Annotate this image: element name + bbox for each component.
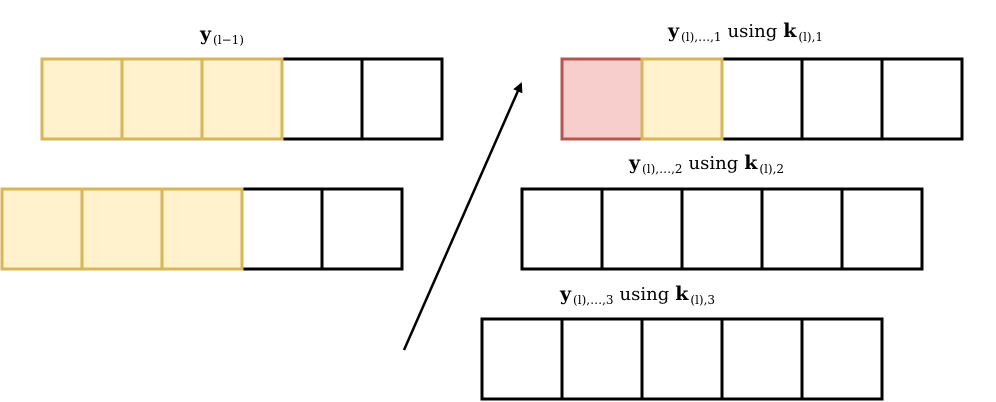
cur-row-2-cell-1-empty <box>520 187 604 271</box>
cur-row-1-cell-5-empty <box>880 57 964 141</box>
cur-row-3-word: using <box>620 284 670 305</box>
cur-layer-row-1 <box>560 57 964 141</box>
prev-row-1-cell-4-empty <box>280 57 364 141</box>
cur-row-1-word: using <box>728 21 778 42</box>
cur-layer-row-2 <box>520 187 924 271</box>
cur-layer-row-3 <box>480 317 884 401</box>
cur-row-2-symbol: y <box>628 152 641 174</box>
prev-row-2-cell-4-empty <box>240 187 324 271</box>
prev-row-1-cell-3-highlight <box>200 57 284 141</box>
transform-arrow <box>402 82 523 351</box>
cur-row-2-kernel: k <box>744 152 758 174</box>
prev-layer-label: y(l−1) <box>199 23 244 47</box>
cur-row-3-cell-4-empty <box>720 317 804 401</box>
cur-row-1-cell-1-focus <box>560 57 644 141</box>
prev-row-1-cell-2-highlight <box>120 57 204 141</box>
prev-row-2-cell-5-empty <box>320 187 404 271</box>
cur-row-2-subscript: (l),…,2 <box>642 162 682 176</box>
cur-row-3-subscript: (l),…,3 <box>573 293 613 307</box>
cur-row-1-kernel-subscript: (l),1 <box>798 30 823 44</box>
cur-row-1-subscript: (l),…,1 <box>681 30 721 44</box>
prev-layer-subscript: (l−1) <box>213 33 244 47</box>
cur-row-3-cell-3-empty <box>640 317 724 401</box>
cur-row-1-cell-2-highlight <box>640 57 724 141</box>
cur-row-1-cell-3-empty <box>720 57 804 141</box>
cur-row-3-kernel: k <box>675 283 689 305</box>
cur-row-2-kernel-subscript: (l),2 <box>759 162 784 176</box>
prev-row-1-cell-1-highlight <box>40 57 124 141</box>
prev-layer-row-1 <box>40 57 444 141</box>
cur-row-3-cell-2-empty <box>560 317 644 401</box>
cur-row-3-cell-1-empty <box>480 317 564 401</box>
cur-row-3-cell-5-empty <box>800 317 884 401</box>
cur-row-2-cell-4-empty <box>760 187 844 271</box>
cur-row-2-word: using <box>689 153 739 174</box>
cur-row-1-cell-4-empty <box>800 57 884 141</box>
prev-row-2-cell-1-highlight <box>0 187 84 271</box>
cur-row-2-cell-5-empty <box>840 187 924 271</box>
cur-row-1-kernel: k <box>783 20 797 42</box>
prev-layer-row-2 <box>0 187 404 271</box>
cur-row-1-symbol: y <box>667 20 680 42</box>
cur-row-2-cell-3-empty <box>680 187 764 271</box>
cur-row-3-kernel-subscript: (l),3 <box>690 293 715 307</box>
cur-row-3-symbol: y <box>559 283 572 305</box>
prev-layer-symbol: y <box>199 23 212 45</box>
prev-row-2-cell-2-highlight <box>80 187 164 271</box>
prev-row-2-cell-3-highlight <box>160 187 244 271</box>
cur-row-2-cell-2-empty <box>600 187 684 271</box>
prev-row-1-cell-5-empty <box>360 57 444 141</box>
